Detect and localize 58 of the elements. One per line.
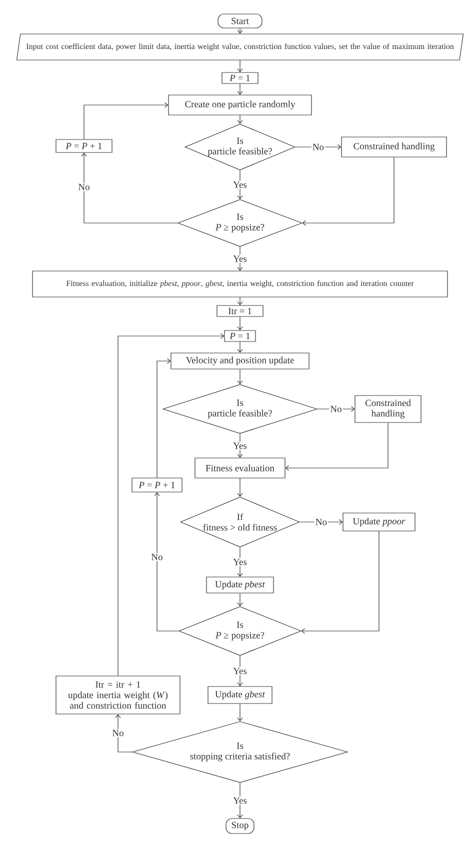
terminal-box: Start <box>218 14 262 28</box>
arrow <box>237 434 243 458</box>
process-box: Itr = itr + 1 update inertia weight (W) and constriction function <box>56 676 180 714</box>
process-box: Update ppoor <box>342 512 416 532</box>
arrow <box>237 369 243 384</box>
arrow <box>81 152 178 224</box>
process-box: Velocity and position update <box>170 352 310 370</box>
edge-label: No <box>314 518 328 526</box>
input-parallelogram: Input cost coefficient data, power limit data, inertia weight value, constriction function values, set the value of maximum iteration <box>16 34 464 60</box>
process-box: Itr = 1 <box>216 305 264 317</box>
arrow <box>237 115 243 124</box>
edge-label: Yes <box>232 558 248 566</box>
arrow <box>295 144 342 150</box>
process-box: Update pbest <box>206 576 274 594</box>
process-box: Update gbest <box>208 686 272 704</box>
arrow <box>154 492 179 632</box>
process-box: Constrained handling <box>341 136 447 158</box>
edge-label: No <box>77 182 91 192</box>
arrow <box>237 342 243 353</box>
arrow <box>237 593 243 606</box>
arrow <box>300 519 343 525</box>
edge-label: No <box>329 404 343 414</box>
process-box: P = 1 <box>222 72 258 84</box>
arrow <box>156 358 171 478</box>
arrow <box>285 422 388 471</box>
edge-label: No <box>111 728 125 738</box>
edge-label: Yes <box>232 442 248 450</box>
arrow <box>302 157 394 226</box>
process-box: Fitness evaluation, initialize pbest, ppoor, gbest, inertia weight, constriction function and iteration counter <box>32 270 448 298</box>
edge-label: Yes <box>232 796 248 805</box>
arrow <box>237 28 243 34</box>
process-box: Create one particle randomly <box>168 94 312 116</box>
edge-label: Yes <box>232 666 248 676</box>
arrow <box>317 406 355 412</box>
arrow <box>237 782 243 818</box>
arrow <box>115 714 132 752</box>
edge-label: Yes <box>232 180 248 189</box>
terminal-box: Stop <box>226 818 254 834</box>
arrow <box>237 547 243 577</box>
arrow <box>84 102 168 140</box>
arrow <box>237 316 243 330</box>
process-box: P = P + 1 <box>132 478 182 492</box>
process-box: Fitness evaluation <box>194 458 286 478</box>
arrow <box>301 531 380 634</box>
arrow <box>237 478 243 497</box>
arrow <box>237 246 243 271</box>
edge-label: No <box>311 142 326 152</box>
process-box: P = 1 <box>224 330 256 342</box>
arrow <box>237 704 243 722</box>
edge-label: No <box>150 552 164 562</box>
arrow <box>237 60 243 72</box>
arrow <box>237 84 243 95</box>
arrow <box>118 333 224 676</box>
arrow <box>237 656 243 686</box>
edge-label: Yes <box>232 254 248 263</box>
process-box: Constrained handling <box>354 395 422 423</box>
process-box: P = P + 1 <box>56 139 112 153</box>
arrow <box>237 297 243 306</box>
